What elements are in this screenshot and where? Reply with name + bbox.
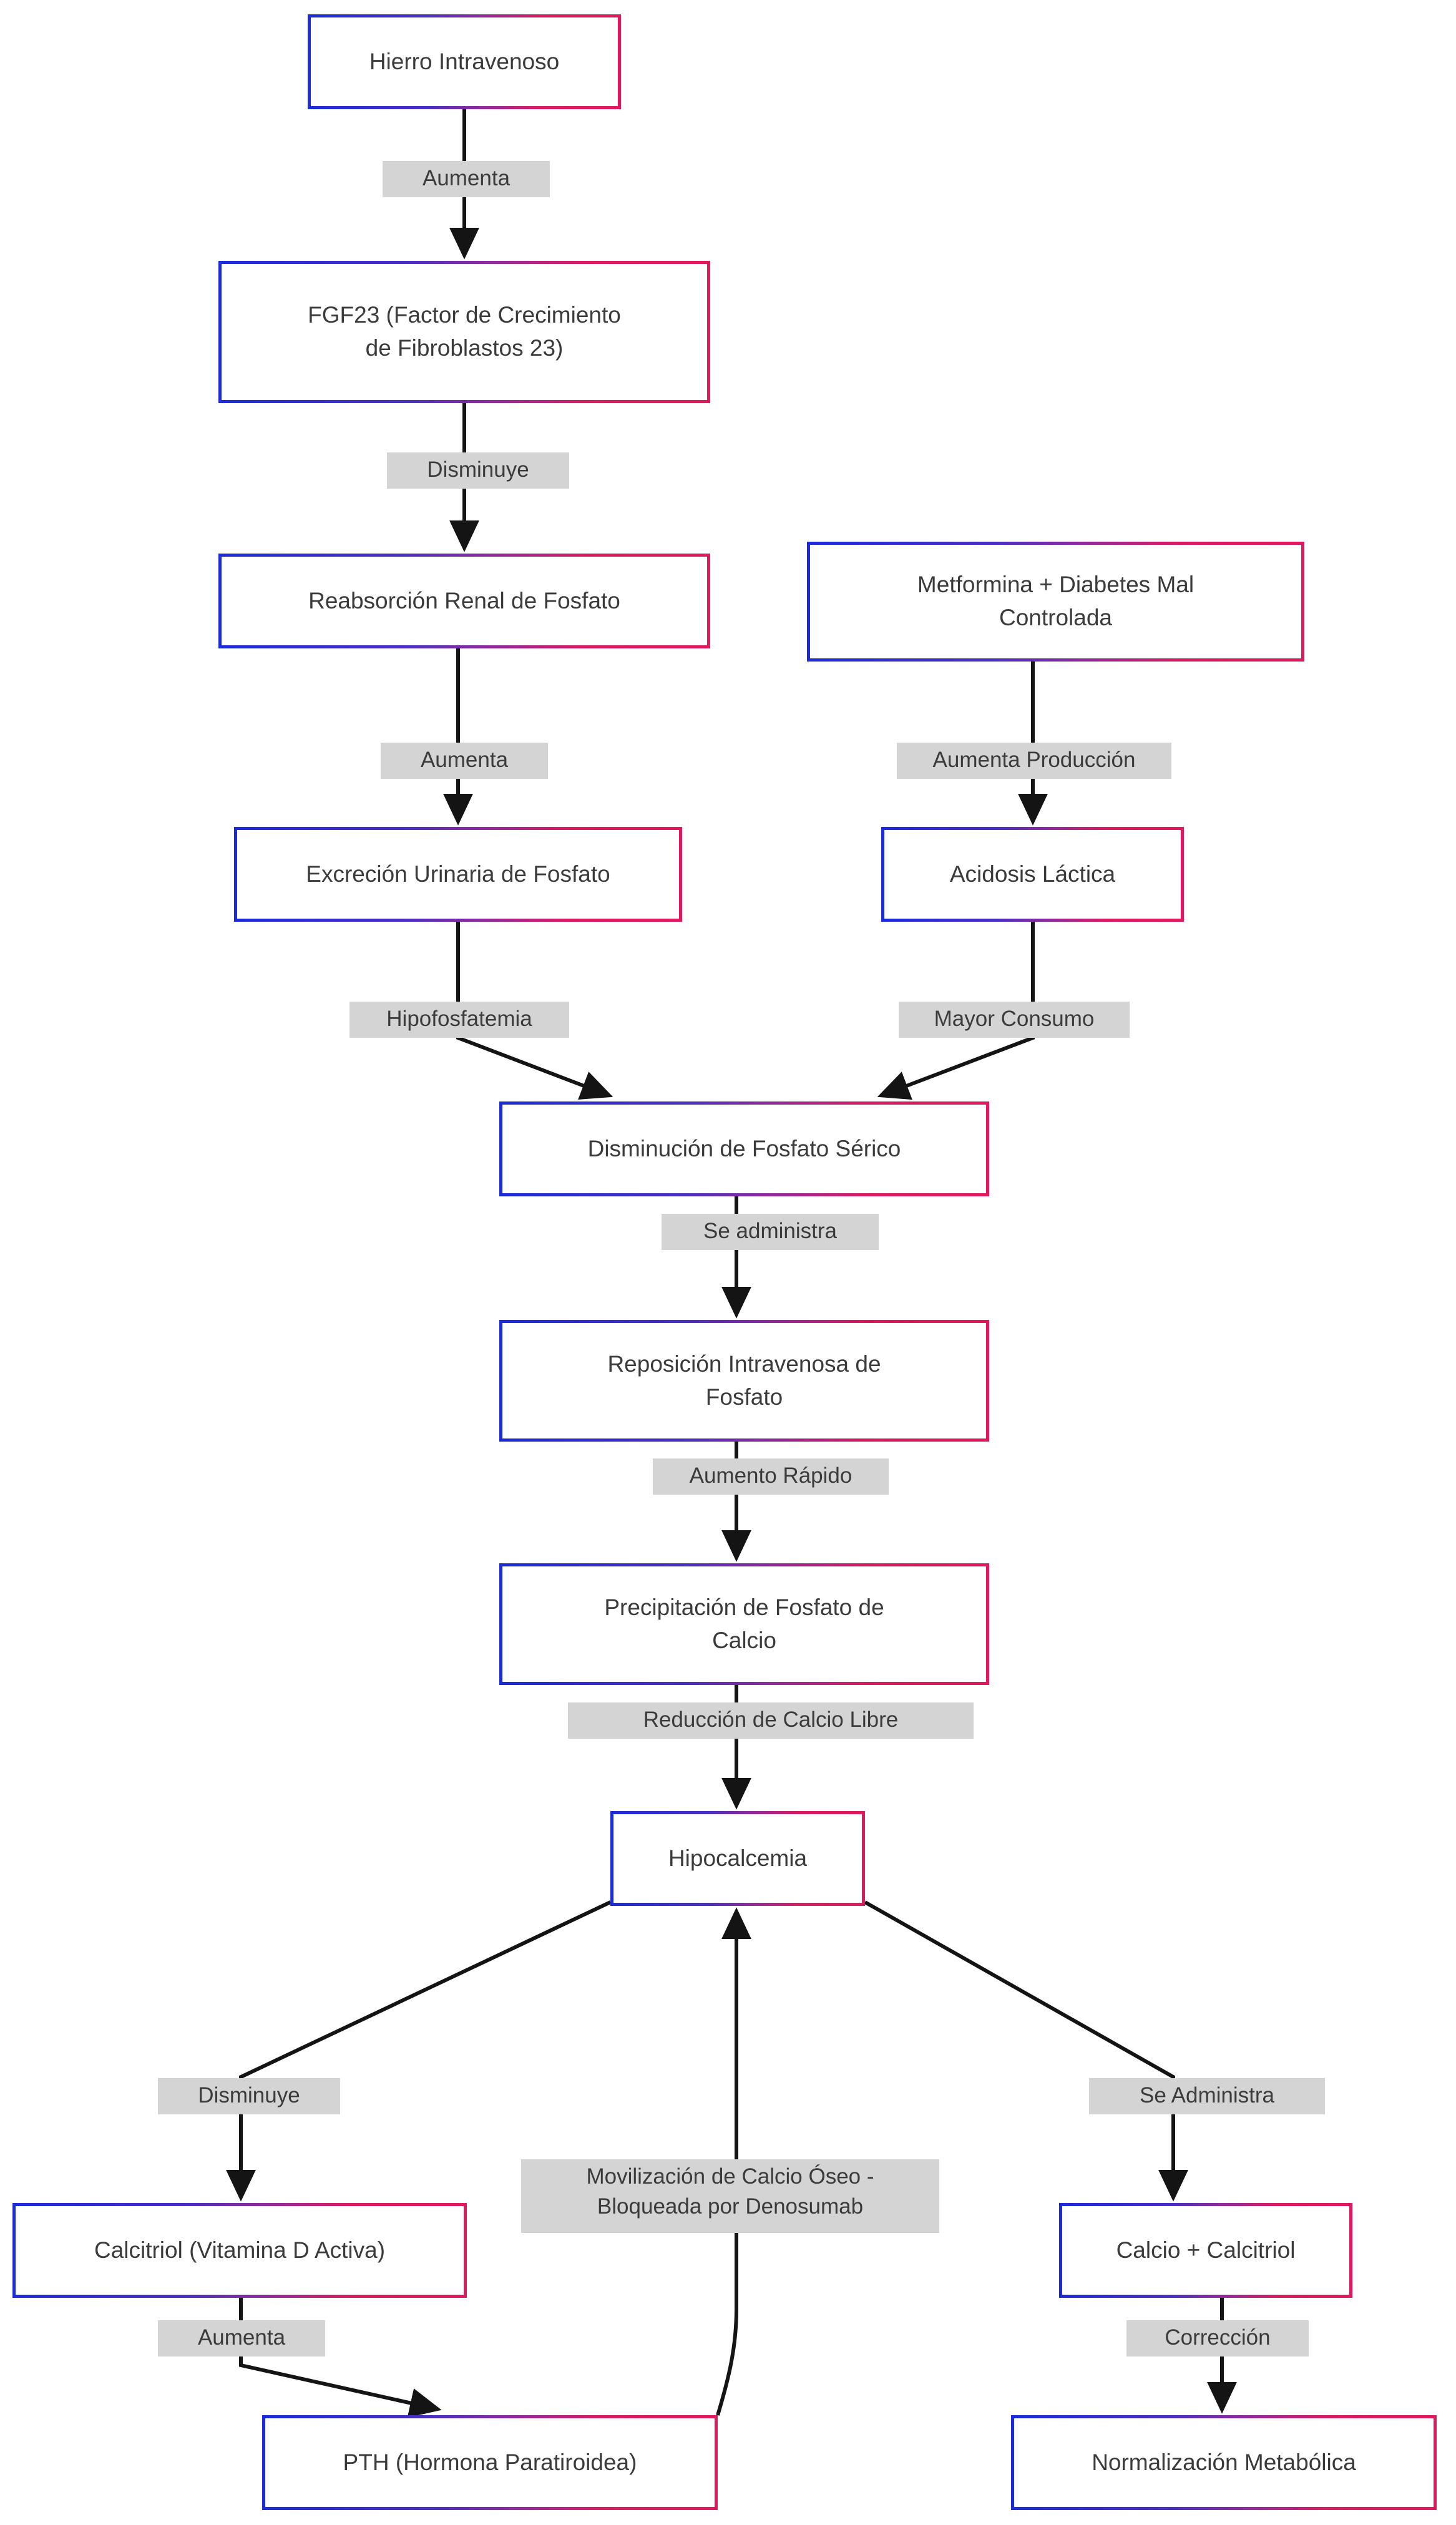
node-label: Calcitriol (Vitamina D Activa) (94, 2237, 386, 2263)
edge-label-disminuye-fgf23: Disminuye (387, 452, 569, 489)
node-excrecion-urinaria-de-fosfato[interactable]: Excreción Urinaria de Fosfato (234, 827, 682, 922)
node-acidosis-lactica[interactable]: Acidosis Láctica (881, 827, 1184, 922)
node-disminucion-de-fosfato-serico[interactable]: Disminución de Fosfato Sérico (499, 1101, 989, 1196)
edge-label-hipofosfatemia: Hipofosfatemia (349, 1002, 569, 1038)
edge-excrecion-to-disminucion (456, 922, 613, 1100)
edge-label-aumenta-hierro: Aumenta (383, 161, 550, 197)
node-label: Acidosis Láctica (949, 861, 1116, 887)
node-label: Disminución de Fosfato Sérico (587, 1135, 901, 1161)
node-hipocalcemia[interactable]: Hipocalcemia (610, 1811, 865, 1906)
edge-label-aumenta-pth: Aumenta (158, 2320, 325, 2357)
node-pth-hormona-paratiroidea[interactable]: PTH (Hormona Paratiroidea) (262, 2415, 718, 2510)
node-label: Hierro Intravenoso (369, 48, 560, 74)
edge-label-mayor-consumo: Mayor Consumo (899, 1002, 1130, 1038)
node-normalizacion-metabolica[interactable]: Normalización Metabólica (1011, 2415, 1437, 2510)
node-label: PTH (Hormona Paratiroidea) (343, 2449, 637, 2475)
edge-label-aumenta-reabsorcion: Aumenta (381, 743, 548, 779)
edge-label-se-administra-calcio: Se Administra (1089, 2078, 1325, 2114)
edge-label-aumenta-produccion: Aumenta Producción (897, 743, 1171, 779)
node-label: Excreción Urinaria de Fosfato (306, 861, 610, 887)
edge-acidosis-to-disminucion (877, 922, 1035, 1100)
node-calcitriol-vitamina-d-activa[interactable]: Calcitriol (Vitamina D Activa) (12, 2203, 467, 2298)
node-label: Reabsorción Renal de Fosfato (308, 587, 620, 613)
node-hierro-intravenoso[interactable]: Hierro Intravenoso (308, 14, 621, 109)
edge-label-movilizacion-calcio-oseo: Movilización de Calcio Óseo -Bloqueada p… (521, 2159, 939, 2233)
edge-hipocalcemia-to-calcio-calcitriol (864, 1900, 1188, 2202)
edge-label-reduccion-de-calcio-libre: Reducción de Calcio Libre (568, 1702, 974, 1739)
edge-label-correccion: Corrección (1126, 2320, 1309, 2357)
edge-label-aumento-rapido: Aumento Rápido (653, 1458, 889, 1495)
node-label: Calcio + Calcitriol (1116, 2237, 1296, 2263)
edge-label-disminuye-calcitriol: Disminuye (158, 2078, 340, 2114)
edge-label-se-administra-fosfato: Se administra (662, 1214, 879, 1250)
node-reabsorcion-renal-de-fosfato[interactable]: Reabsorción Renal de Fosfato (218, 554, 710, 648)
node-label: Hipocalcemia (668, 1845, 808, 1871)
node-calcio-calcitriol[interactable]: Calcio + Calcitriol (1059, 2203, 1352, 2298)
edge-pth-to-hipocalcemia (716, 1907, 751, 2416)
node-label: Normalización Metabólica (1092, 2449, 1356, 2475)
edge-hipocalcemia-to-calcitriol (226, 1900, 612, 2202)
